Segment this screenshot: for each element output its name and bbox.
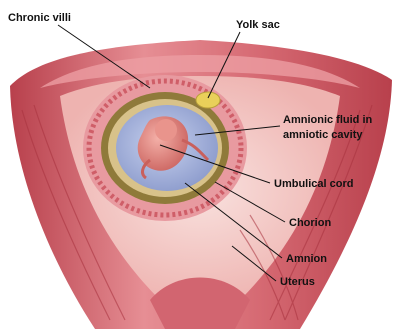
label-amnion: Amnion [286, 253, 327, 265]
label-chronic-villi: Chronic villi [8, 12, 71, 24]
label-umbilical-cord: Umbulical cord [274, 178, 353, 190]
label-uterus: Uterus [280, 276, 315, 288]
yolk-sac [196, 92, 220, 108]
label-chorion: Chorion [289, 217, 331, 229]
label-amnionic-fluid-line1: Amnionic fluid in [283, 114, 372, 126]
label-amnionic-fluid-line2: amniotic cavity [283, 129, 363, 141]
label-yolk-sac: Yolk sac [236, 19, 280, 31]
